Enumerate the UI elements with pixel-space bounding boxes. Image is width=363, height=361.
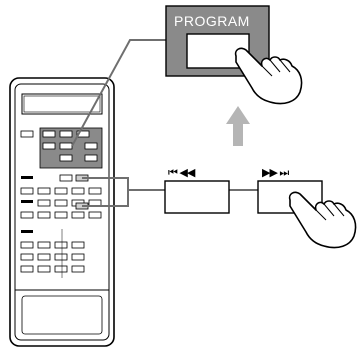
pressing-hand-icon: [234, 47, 303, 105]
skip-back-symbols: ⏮ ◀◀: [168, 166, 195, 179]
skip-back-group: [164, 180, 230, 214]
skip-back-callout-line: [82, 177, 165, 191]
skip-forward-callout-line: [82, 190, 129, 207]
pressing-hand-icon-2: [288, 191, 357, 249]
up-arrow-icon: [226, 106, 250, 146]
program-label: PROGRAM: [174, 13, 250, 29]
callout-lines: [71, 39, 258, 207]
remote-buttons: [20, 130, 102, 273]
remote-control: [9, 77, 115, 347]
skip-back-button[interactable]: [164, 180, 230, 214]
program-callout-line: [71, 39, 166, 147]
skip-forward-symbols: ▶▶ ⏭: [262, 166, 289, 179]
